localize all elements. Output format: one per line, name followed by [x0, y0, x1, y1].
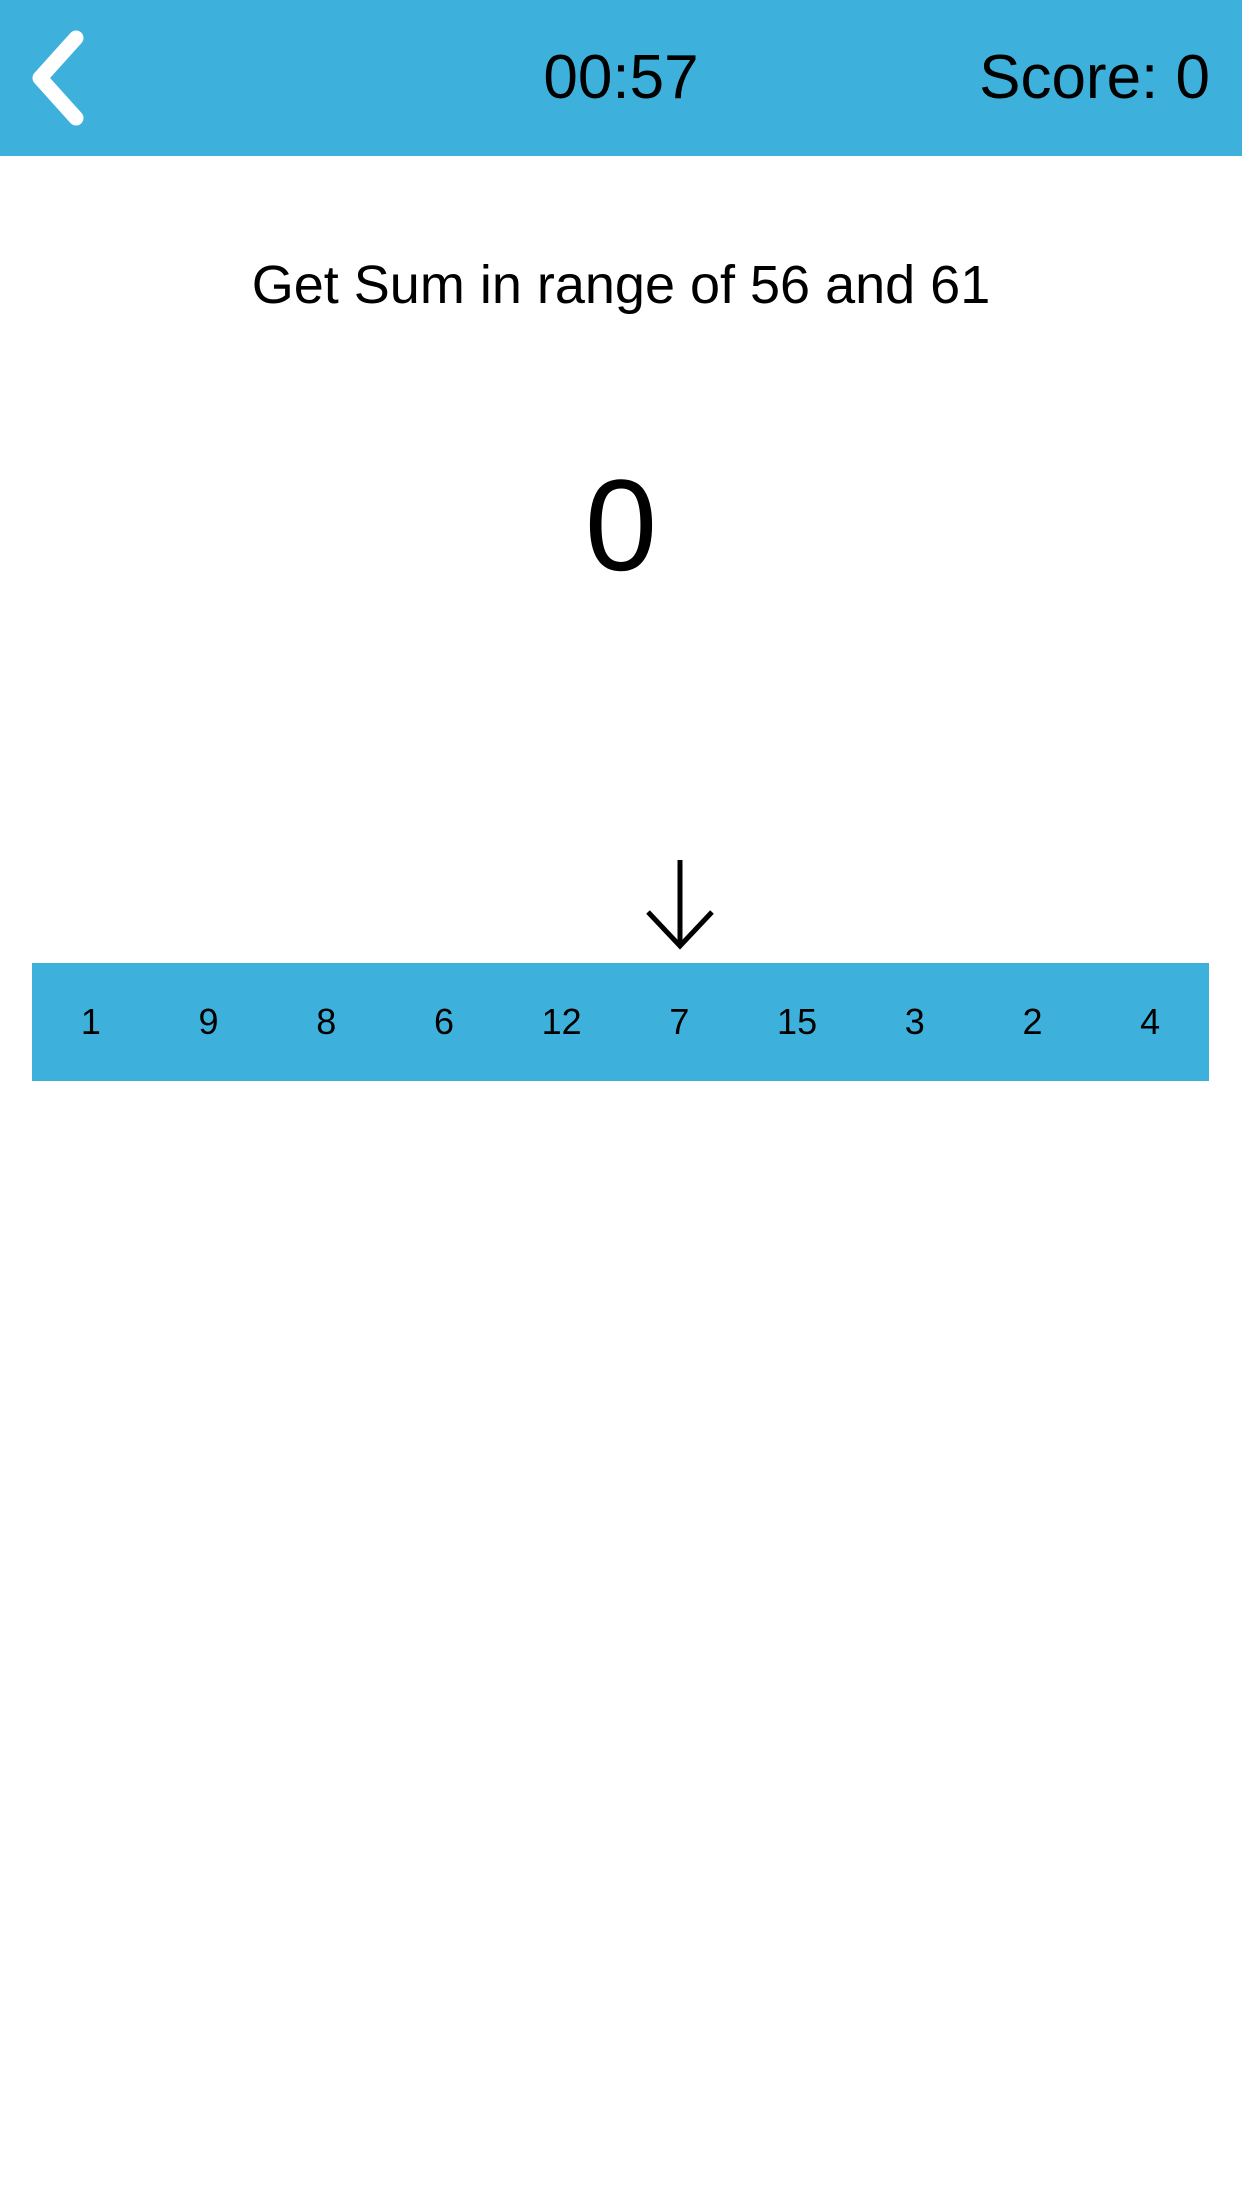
- number-strip[interactable]: 1 9 8 6 12 7 15 3 2 4: [32, 963, 1209, 1081]
- number-tile[interactable]: 3: [904, 1001, 925, 1042]
- number-tile[interactable]: 9: [198, 1001, 219, 1042]
- number-tile-selected[interactable]: 7: [669, 1001, 690, 1042]
- score-label: Score: 0: [979, 43, 1210, 112]
- number-tile[interactable]: 15: [777, 1001, 818, 1042]
- number-tile[interactable]: 12: [541, 1001, 582, 1042]
- back-button[interactable]: [26, 28, 96, 128]
- target-range-prompt: Get Sum in range of 56 and 61: [251, 255, 991, 315]
- number-tile[interactable]: 2: [1022, 1001, 1043, 1042]
- arrow-down-icon: [644, 858, 716, 950]
- number-tile[interactable]: 8: [316, 1001, 337, 1042]
- timer: 00:57: [543, 43, 699, 112]
- number-tile[interactable]: 6: [433, 1001, 454, 1042]
- number-tile[interactable]: 4: [1140, 1001, 1161, 1042]
- number-tile[interactable]: 1: [80, 1001, 101, 1042]
- current-sum: 0: [584, 452, 658, 598]
- top-bar: 00:57 Score: 0: [0, 0, 1242, 156]
- chevron-left-icon: [32, 30, 84, 126]
